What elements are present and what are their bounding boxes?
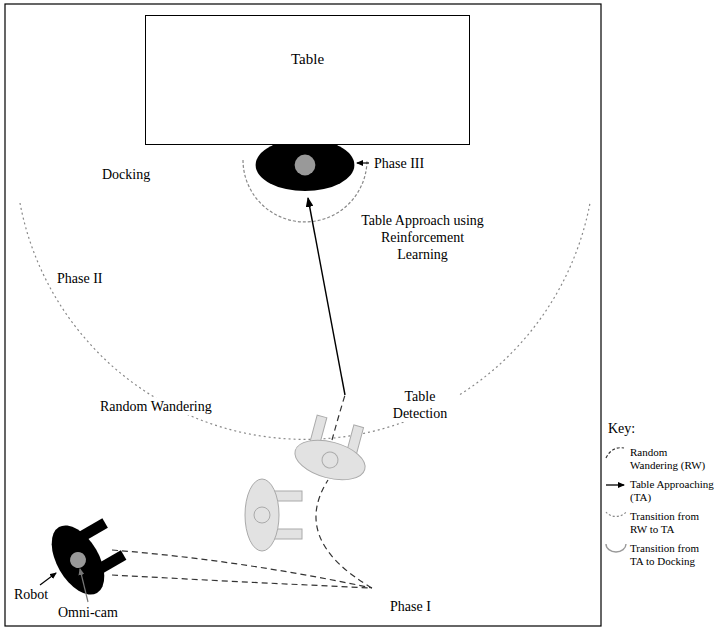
- frame: [5, 4, 601, 626]
- phase-label: Phase II: [55, 270, 105, 287]
- robot-detecting: [291, 412, 376, 487]
- node-label: Table: [291, 51, 324, 67]
- legend-text: Random Wandering (RW): [630, 446, 714, 472]
- legend-text: Transition from TA to Docking: [630, 542, 714, 568]
- phase-label: Phase I: [388, 598, 433, 615]
- table-box: Table: [145, 15, 470, 145]
- legend-sample: [606, 512, 626, 516]
- legend-sample: [606, 448, 624, 458]
- legend-sample: [606, 484, 624, 485]
- legend-sample: [606, 544, 626, 552]
- leader-line: [40, 573, 56, 585]
- legend-text: Transition from RW to TA: [630, 510, 714, 536]
- wander-path: [112, 575, 372, 588]
- step-label: Table Detection: [382, 388, 458, 422]
- phase-label: Docking: [100, 166, 152, 183]
- step-label: Table Approach using Reinforcement Learn…: [358, 212, 487, 263]
- phase-label: Phase III: [372, 155, 426, 172]
- wander-path: [316, 480, 372, 588]
- approach-arrow: [308, 198, 345, 395]
- wander-path: [112, 550, 372, 588]
- phase-arc: [20, 203, 590, 439]
- part-label: Omni-cam: [56, 604, 120, 621]
- robot-wandering: [245, 479, 302, 551]
- part-label: Robot: [12, 586, 50, 603]
- pointer-line: [357, 162, 369, 163]
- legend-heading: Key:: [606, 420, 637, 437]
- robot-start: [41, 506, 134, 603]
- leader-line: [80, 569, 88, 602]
- step-label: Random Wandering: [98, 398, 214, 415]
- legend-text: Table Approaching (TA): [630, 478, 714, 504]
- transition-path: [332, 395, 345, 440]
